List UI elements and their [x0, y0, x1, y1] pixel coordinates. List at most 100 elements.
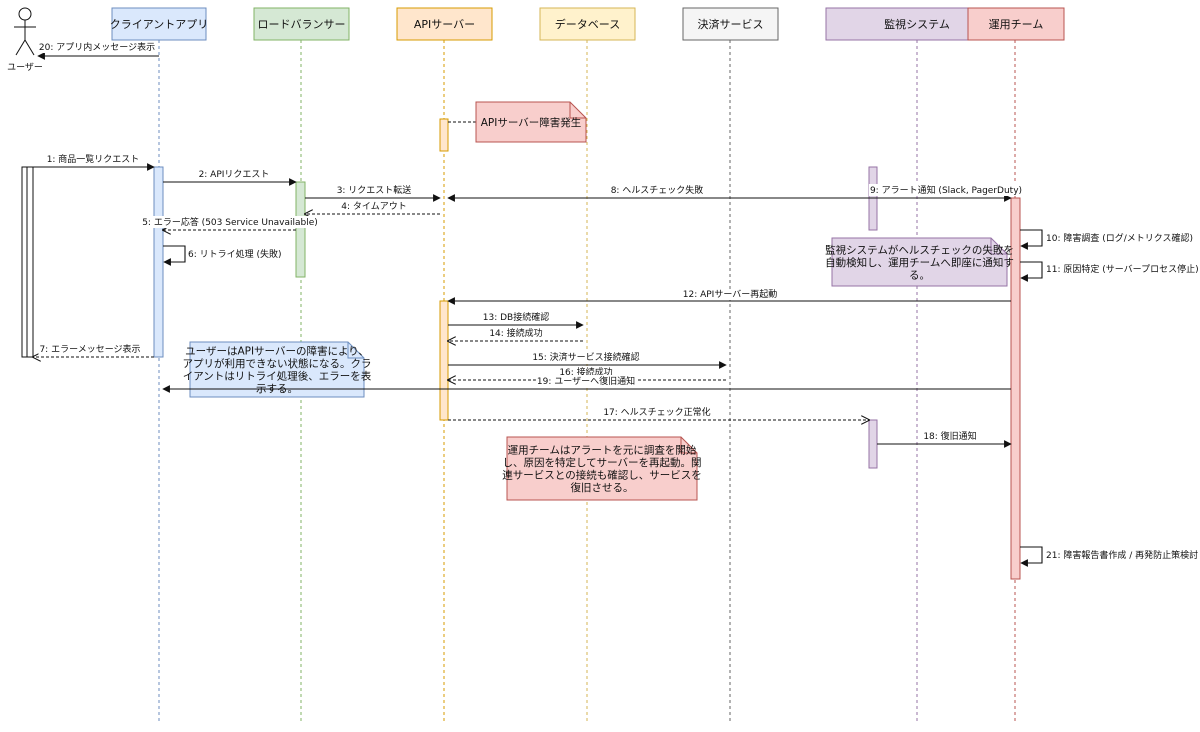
- note-text: ユーザーはAPIサーバーの障害により、: [185, 345, 369, 358]
- participant-load-balancer[interactable]: ロードバランサー: [253, 7, 350, 41]
- label-background: [141, 216, 319, 228]
- label-background: [602, 406, 712, 418]
- message[interactable]: 13: DB接続確認: [448, 311, 584, 329]
- message[interactable]: 11: 原因特定 (サーバープロセス停止): [1020, 261, 1200, 282]
- label-background: [922, 430, 978, 442]
- activation-bar: [295, 181, 306, 278]
- activation-bar: [439, 118, 449, 152]
- activation-bar: [153, 166, 164, 358]
- participant-monitoring-system[interactable]: 監視システム: [825, 7, 969, 41]
- message-label: 20: アプリ内メッセージ表示: [39, 41, 155, 53]
- participant-label: 運用チーム: [989, 18, 1044, 31]
- label-background: [531, 351, 641, 363]
- label-background: [1045, 232, 1194, 244]
- message-label: 15: 決済サービス接続確認: [532, 351, 639, 363]
- message[interactable]: 20: アプリ内メッセージ表示: [37, 41, 159, 60]
- message[interactable]: 19: ユーザーへ復旧通知: [162, 375, 1011, 393]
- label-background: [45, 153, 141, 165]
- note-text: る。: [909, 269, 930, 281]
- message-label: 1: 商品一覧リクエスト: [47, 153, 140, 165]
- activation-bar: [439, 300, 449, 421]
- participant-label: クライアントアプリ: [110, 18, 209, 31]
- message-label: 6: リトライ処理 (失敗): [188, 248, 282, 260]
- note-text: 監視システムがヘルスチェックの失敗を: [825, 243, 1014, 256]
- label-background: [197, 169, 271, 180]
- participant-client-app[interactable]: クライアントアプリ: [110, 7, 209, 41]
- label-background: [38, 343, 142, 355]
- self-message-arrow: [1020, 229, 1043, 250]
- message[interactable]: 7: エラーメッセージ表示: [33, 343, 154, 357]
- participant-label: APIサーバー: [414, 18, 475, 31]
- note-text: アプリが利用できない状態になる。クラ: [183, 357, 372, 370]
- note-text: 自動検知し、運用チームへ即座に通知す: [825, 256, 1014, 269]
- label-background: [37, 41, 157, 53]
- message-label: 17: ヘルスチェック正常化: [603, 406, 710, 418]
- message-label: 2: APIリクエスト: [199, 169, 270, 180]
- label-background: [609, 184, 705, 196]
- label-background: [488, 327, 544, 339]
- message-label: 7: エラーメッセージ表示: [39, 343, 140, 355]
- message[interactable]: 15: 決済サービス接続確認: [448, 351, 727, 369]
- message[interactable]: 14: 接続成功: [448, 327, 583, 341]
- participant-payment-service[interactable]: 決済サービス: [682, 7, 779, 41]
- message[interactable]: 17: ヘルスチェック正常化: [448, 406, 869, 420]
- message[interactable]: 9: アラート通知 (Slack, PagerDuty): [868, 184, 1024, 202]
- label-background: [187, 248, 283, 260]
- self-message-arrow: [1020, 546, 1043, 567]
- note[interactable]: APIサーバー障害発生: [475, 101, 587, 143]
- message-label: 3: リクエスト転送: [337, 184, 412, 196]
- message-label: 12: APIサーバー再起動: [683, 289, 778, 300]
- participant-api-server[interactable]: APIサーバー: [396, 7, 493, 41]
- activation-bar: [26, 166, 34, 358]
- message-label: 18: 復旧通知: [923, 430, 976, 442]
- note-text: APIサーバー障害発生: [481, 116, 582, 129]
- participant-ops-team[interactable]: 運用チーム: [967, 7, 1065, 41]
- participant-database[interactable]: データベース: [539, 7, 636, 41]
- self-message-arrow: [163, 245, 186, 266]
- label-background: [681, 289, 779, 300]
- participant-label: 決済サービス: [698, 17, 764, 31]
- note-text: イアントはリトライ処理後、エラーを表: [183, 370, 372, 383]
- message-label: 21: 障害報告書作成 / 再発防止策検討: [1046, 549, 1198, 561]
- message-label: 4: タイムアウト: [341, 201, 406, 212]
- message-label: 19: ユーザーへ復旧通知: [537, 375, 635, 387]
- label-background: [535, 375, 637, 387]
- message[interactable]: 5: エラー応答 (503 Service Unavailable): [141, 216, 319, 230]
- note-text: 運用チームはアラートを元に調査を開始: [508, 444, 697, 457]
- message[interactable]: 3: リクエスト転送: [305, 184, 441, 202]
- self-message-arrow: [1020, 261, 1043, 282]
- label-background: [868, 184, 1024, 196]
- participant-label: データベース: [555, 17, 620, 31]
- note[interactable]: ユーザーはAPIサーバーの障害により、アプリが利用できない状態になる。クライアン…: [183, 341, 372, 398]
- message[interactable]: 2: APIリクエスト: [163, 169, 297, 186]
- label-background: [481, 311, 551, 323]
- message[interactable]: 18: 復旧通知: [877, 430, 1012, 448]
- message[interactable]: 12: APIサーバー再起動: [447, 289, 1011, 305]
- message[interactable]: 4: タイムアウト: [305, 201, 440, 214]
- message[interactable]: 6: リトライ処理 (失敗): [163, 245, 283, 266]
- note-text: し、原因を特定してサーバーを再起動。関: [502, 456, 701, 469]
- actor-label: ユーザー: [7, 62, 43, 73]
- participant-label: 監視システム: [884, 17, 950, 31]
- message-label: 9: アラート通知 (Slack, PagerDuty): [870, 184, 1022, 196]
- message-label: 14: 接続成功: [489, 327, 542, 339]
- actor-user[interactable]: ユーザー: [7, 7, 43, 73]
- message-label: 8: ヘルスチェック失敗: [611, 184, 704, 196]
- participant-label: ロードバランサー: [258, 18, 346, 31]
- message-label: 11: 原因特定 (サーバープロセス停止): [1046, 263, 1199, 275]
- message[interactable]: 10: 障害調査 (ログ/メトリクス確認): [1020, 229, 1194, 250]
- label-background: [1045, 263, 1200, 275]
- label-background: [1045, 549, 1200, 561]
- message[interactable]: 1: 商品一覧リクエスト: [25, 153, 155, 171]
- message[interactable]: 21: 障害報告書作成 / 再発防止策検討: [1020, 546, 1200, 567]
- note-text: 連サービスとの接続も確認し、サービスを: [502, 469, 701, 482]
- note[interactable]: 運用チームはアラートを元に調査を開始し、原因を特定してサーバーを再起動。関連サー…: [502, 436, 702, 501]
- label-background: [340, 201, 408, 212]
- message-label: 13: DB接続確認: [483, 311, 549, 323]
- label-background: [335, 184, 413, 196]
- note-text: 復旧させる。: [571, 481, 634, 494]
- activation-bar: [868, 419, 878, 469]
- message-label: 10: 障害調査 (ログ/メトリクス確認): [1046, 232, 1193, 244]
